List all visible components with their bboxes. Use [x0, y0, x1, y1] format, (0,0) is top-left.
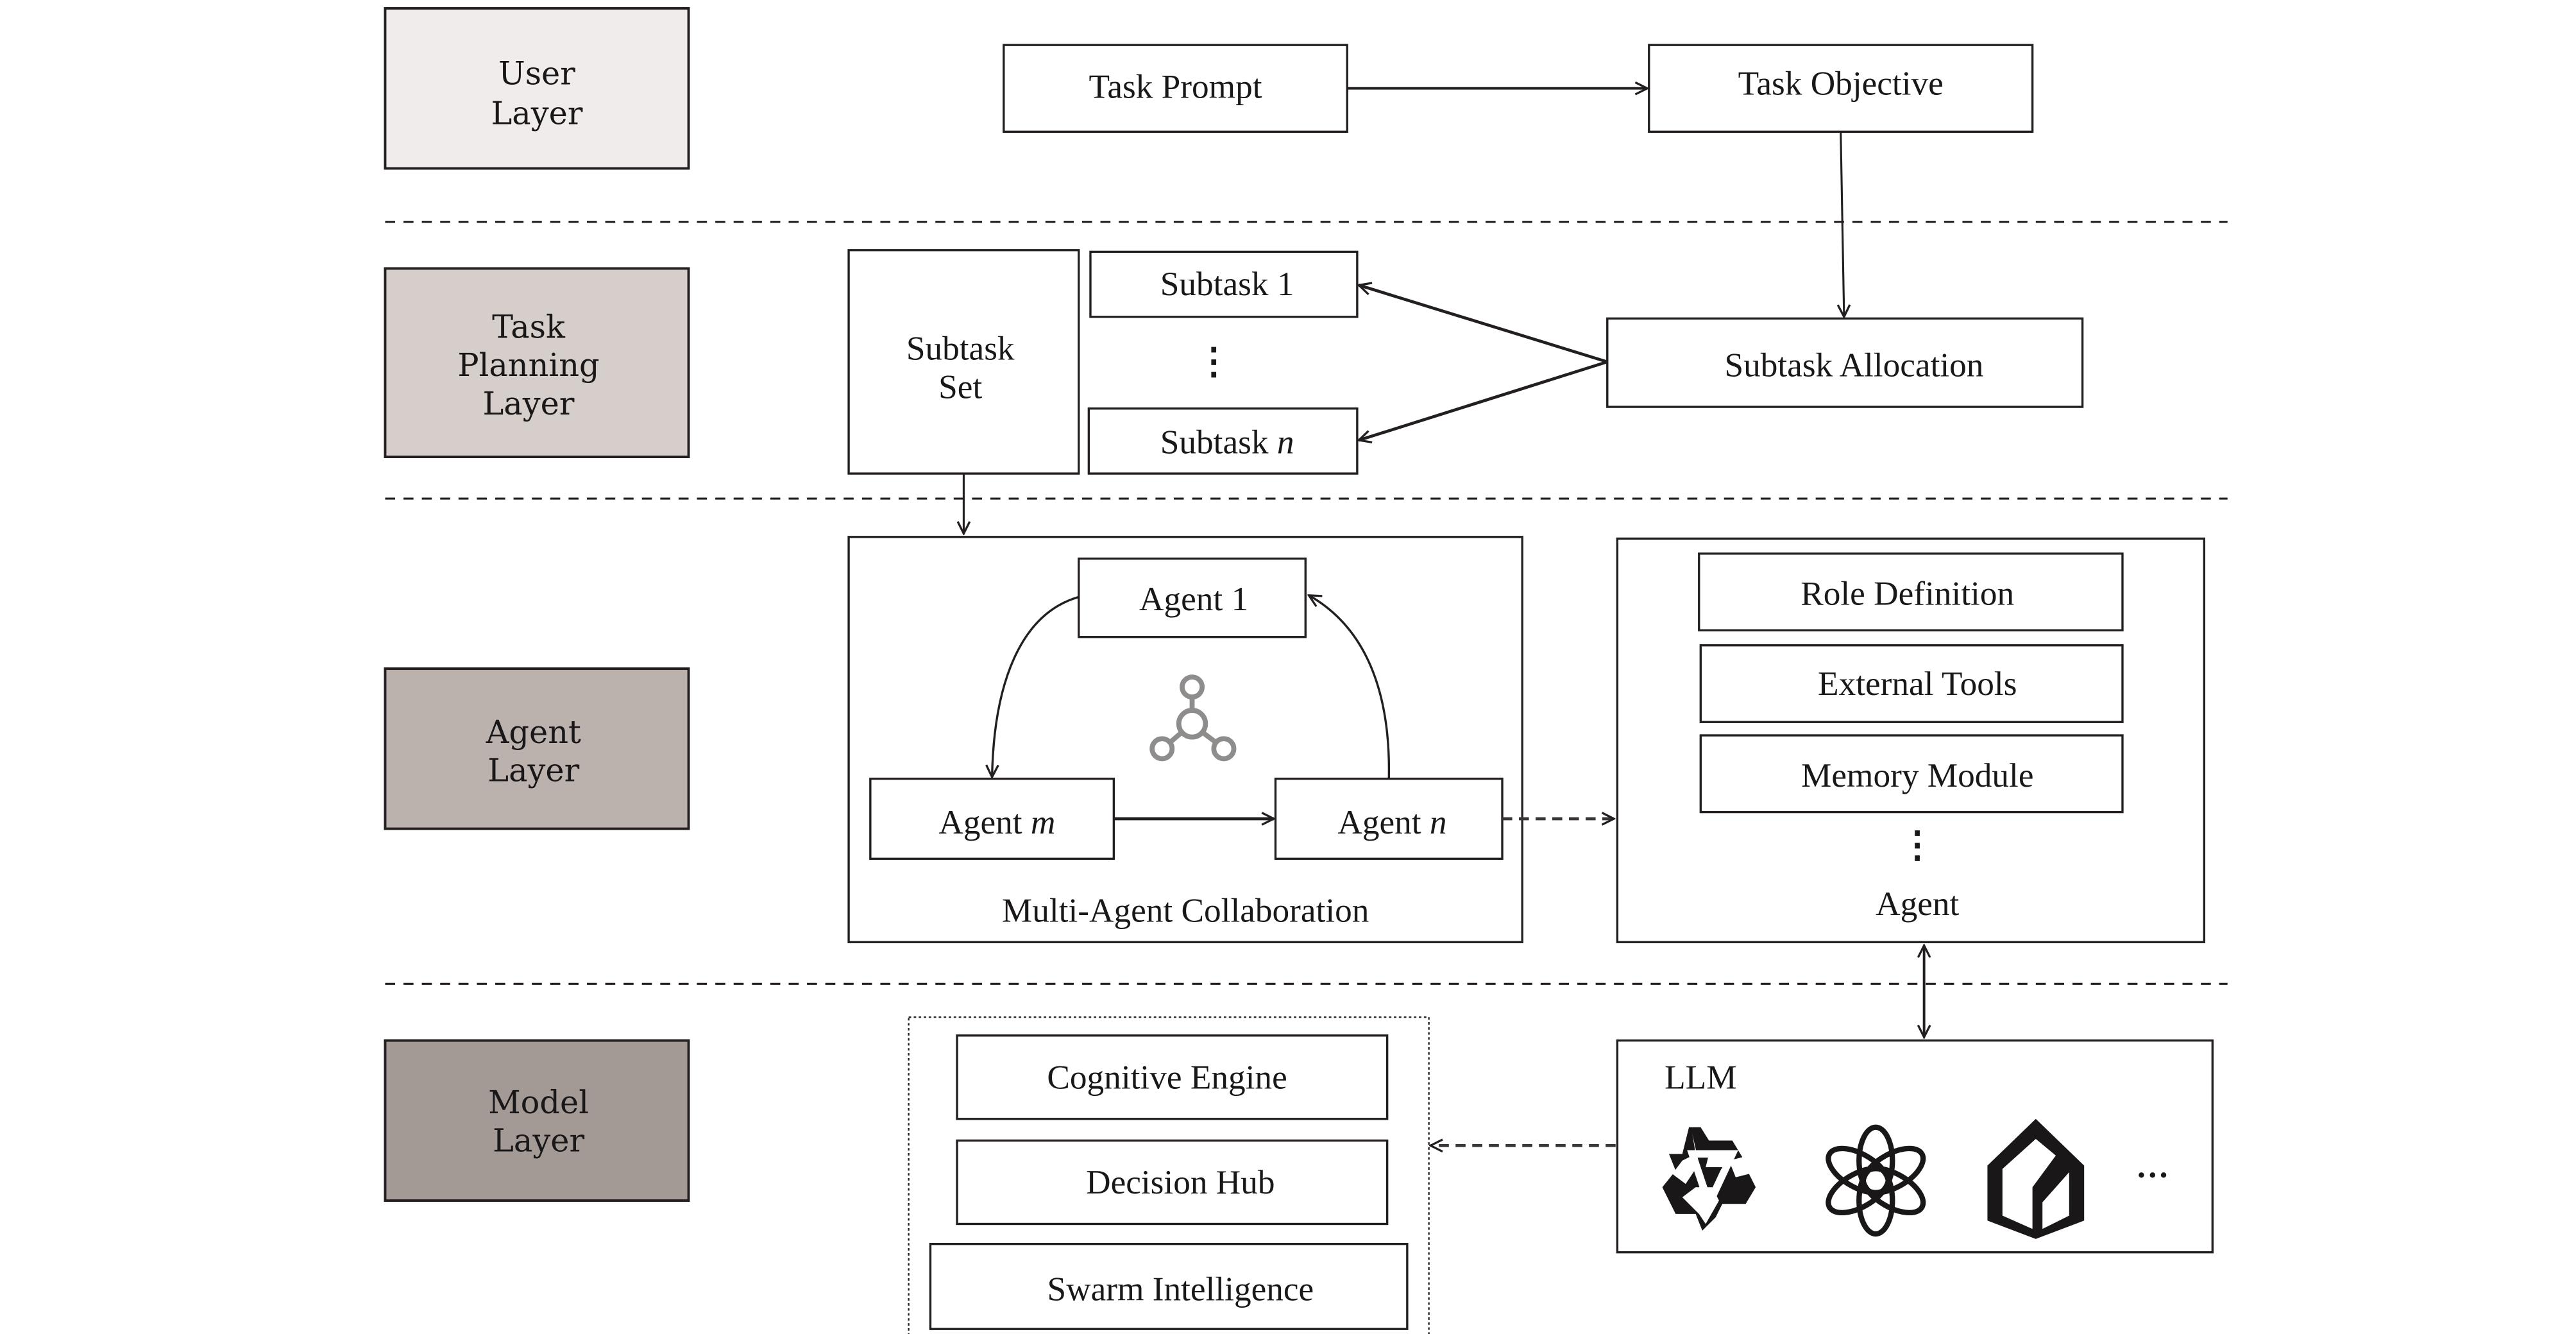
agent-module-memory-module: Memory Module — [1699, 734, 2124, 814]
agent-m-box — [869, 777, 1115, 860]
capability-swarm-intelligence: Swarm Intelligence — [929, 1242, 1409, 1330]
subtask-set-label: Set — [938, 368, 982, 406]
subtask-first-label: Subtask 1 — [1160, 264, 1294, 302]
capability-box — [956, 1139, 1389, 1226]
layer-label-box — [384, 667, 690, 830]
agent-index: 1 — [1232, 579, 1249, 617]
layer-label-box — [384, 1039, 690, 1202]
task-objective-node: Task Objective — [1648, 44, 2034, 133]
subtask-allocation-box — [1606, 317, 2084, 408]
subtask-allocation-node: Subtask Allocation — [1606, 317, 2084, 408]
layer-label-task-planning: Task Planning Layer — [384, 267, 690, 459]
agent-detail-panel: Role Definition External Tools Memory Mo… — [1616, 537, 2206, 943]
layer-label-text: Agent — [486, 714, 581, 751]
hexagon-model-logo-icon — [1987, 1118, 2085, 1239]
layer-label-agent: Agent Layer — [384, 667, 690, 830]
multi-agent-collaboration-panel: Multi-Agent Collaboration Agent 1 Agent … — [847, 536, 1523, 943]
agent-n-label: Agent n — [1337, 803, 1446, 841]
module-label: Role Definition — [1801, 575, 2014, 613]
subtask-first-box — [1089, 250, 1359, 318]
module-box — [1698, 552, 2124, 632]
layer-label-text: Task — [492, 308, 566, 345]
agent-module-external-tools: External Tools — [1699, 644, 2124, 723]
module-label: Memory Module — [1801, 757, 2034, 794]
arrow-allocation-to-subtask-1 — [1359, 285, 1608, 364]
subtask-set-box — [847, 249, 1080, 475]
openai-logo-icon — [1826, 1124, 1926, 1237]
arrow-allocation-to-subtask-n — [1359, 360, 1608, 440]
module-box — [1699, 644, 2124, 723]
agent-prefix: Agent — [1337, 803, 1421, 841]
subtask-set-label: Subtask — [906, 330, 1015, 368]
capability-label: Decision Hub — [1086, 1163, 1275, 1201]
llm-panel: LLM ··· — [1616, 1039, 2214, 1254]
subtask-set-node: Subtask Set — [847, 249, 1080, 475]
agent-n-box — [1274, 777, 1504, 860]
layer-label-user: User Layer — [384, 7, 690, 170]
subtask-index: 1 — [1277, 264, 1294, 302]
module-box — [1699, 734, 2124, 814]
subtask-allocation-label: Subtask Allocation — [1724, 346, 1983, 384]
subtask-prefix: Subtask — [1160, 423, 1269, 461]
task-objective-label: Task Objective — [1738, 64, 1944, 102]
agent-1-box — [1078, 557, 1307, 638]
layer-label-text: Layer — [491, 95, 583, 132]
layer-label-box — [384, 7, 690, 170]
agent-1-node: Agent 1 — [1078, 557, 1307, 638]
agent-detail-title: Agent — [1876, 885, 1959, 923]
subtask-last-box — [1087, 407, 1359, 475]
model-capabilities-panel: Cognitive Engine Decision Hub Swarm Inte… — [908, 1016, 1430, 1334]
agent-n-node: Agent n — [1274, 777, 1504, 860]
arrow-objective-to-allocation — [1841, 132, 1844, 316]
layer-label-box — [384, 267, 690, 459]
agent-index: m — [1031, 803, 1055, 841]
agent-index: n — [1430, 803, 1447, 841]
vertical-ellipsis-icon: ⋮ — [1899, 825, 1936, 866]
llm-title: LLM — [1665, 1058, 1736, 1096]
arrow-agent-1-to-agent-m — [992, 595, 1080, 777]
subtask-last-node: Subtask n — [1087, 407, 1359, 475]
collaboration-title: Multi-Agent Collaboration — [1002, 891, 1369, 929]
capability-decision-hub: Decision Hub — [956, 1139, 1389, 1226]
agent-prefix: Agent — [938, 803, 1022, 841]
layer-label-text: Layer — [487, 752, 579, 789]
arrow-agent-n-to-agent-1 — [1309, 595, 1391, 779]
layer-label-text: Layer — [493, 1122, 584, 1159]
subtask-last-label: Subtask n — [1160, 423, 1294, 461]
agent-prefix: Agent — [1139, 579, 1223, 617]
layer-label-text: Planning — [457, 346, 599, 384]
task-prompt-label: Task Prompt — [1089, 68, 1262, 106]
capability-label: Swarm Intelligence — [1047, 1270, 1314, 1308]
capabilities-dotted-frame — [908, 1016, 1430, 1334]
agent-m-node: Agent m — [869, 777, 1115, 860]
subtask-first-node: Subtask 1 — [1089, 250, 1359, 318]
layer-label-text: Model — [488, 1084, 589, 1121]
capability-box — [929, 1242, 1409, 1330]
layer-label-text: Layer — [483, 385, 575, 422]
vertical-ellipsis-icon: ⋮ — [1196, 341, 1232, 382]
layer-label-model: Model Layer — [384, 1039, 690, 1202]
capability-cognitive-engine: Cognitive Engine — [956, 1034, 1389, 1120]
subtask-prefix: Subtask — [1160, 264, 1269, 302]
capability-box — [956, 1034, 1389, 1120]
module-label: External Tools — [1818, 665, 2017, 703]
layer-label-text: User — [498, 55, 575, 92]
network-nodes-icon — [1149, 674, 1237, 762]
agent-m-label: Agent m — [938, 803, 1055, 841]
qwen-logo-icon — [1662, 1127, 1756, 1231]
task-objective-box — [1648, 44, 2034, 133]
subtask-index: n — [1277, 423, 1294, 461]
agent-module-role-definition: Role Definition — [1698, 552, 2124, 632]
agent-1-label: Agent 1 — [1139, 579, 1248, 617]
capability-label: Cognitive Engine — [1047, 1058, 1287, 1096]
more-models-ellipsis: ··· — [2136, 1158, 2169, 1194]
task-prompt-node: Task Prompt — [1003, 44, 1348, 133]
